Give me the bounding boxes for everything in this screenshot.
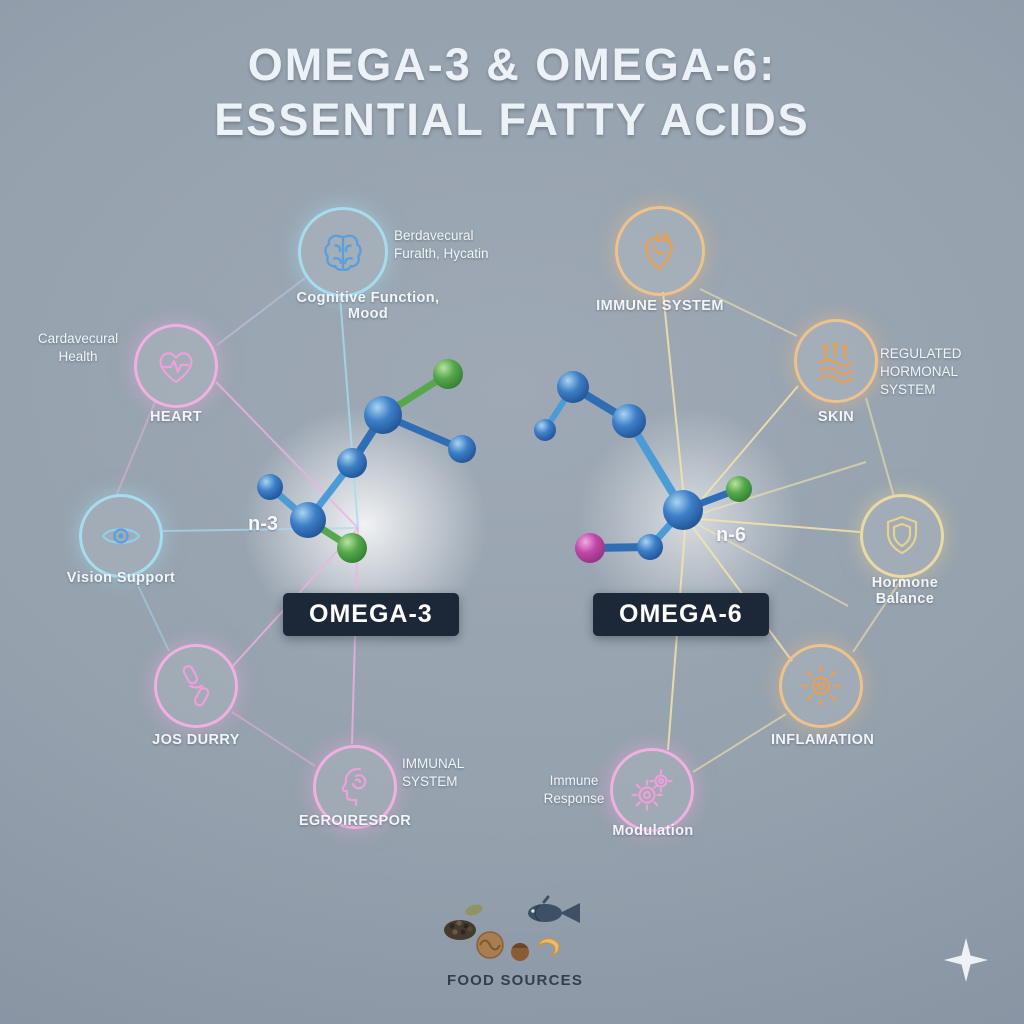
omega3-node-vision — [79, 494, 163, 578]
food-sources-illustration — [444, 895, 580, 961]
cashew-icon — [537, 937, 560, 956]
seeds-icon — [444, 904, 483, 940]
atom — [257, 474, 283, 500]
heart-label: HEART — [150, 409, 202, 425]
omega3-node-immune — [313, 745, 397, 829]
page-title: OMEGA-3 & OMEGA-6: ESSENTIAL FATTY ACIDS — [0, 38, 1024, 148]
immune-response-note: Immune Response — [543, 773, 605, 807]
head-profile-icon — [341, 767, 367, 807]
joint-icon — [182, 665, 210, 707]
cognitive-label: Cognitive Function, Mood — [296, 290, 440, 322]
immune-note: IMMUNAL SYSTEM — [402, 756, 464, 790]
omega3-node-joints — [154, 644, 238, 728]
omega6-badge: OMEGA-6 — [593, 593, 769, 636]
anatomical-heart-icon — [645, 231, 673, 270]
atom — [364, 396, 402, 434]
fish-icon — [528, 895, 580, 923]
atom — [337, 448, 367, 478]
heart-note: Cardavecural Health — [37, 331, 119, 365]
atom — [290, 502, 326, 538]
omega6-node-immune-response — [610, 748, 694, 832]
joints-label: JOS DURRY — [152, 732, 240, 748]
sun-burst-icon — [800, 665, 842, 707]
food-sources-label: FOOD SOURCES — [446, 972, 584, 989]
hazelnut-icon — [511, 943, 529, 961]
atom — [612, 404, 646, 438]
atom — [575, 533, 605, 563]
hormone-balance-label: Hormone Balance — [871, 575, 939, 607]
n6-label: n-6 — [716, 524, 746, 546]
omega3-badge: OMEGA-3 — [283, 593, 459, 636]
walnut-icon — [476, 931, 504, 959]
brain-icon — [324, 234, 362, 271]
gears-icon — [631, 769, 673, 811]
atom — [433, 359, 463, 389]
vision-label: Vision Support — [66, 570, 176, 586]
atom — [726, 476, 752, 502]
immune-label: EGROIRESPOR — [298, 813, 412, 829]
sparkle-icon — [944, 938, 988, 982]
atom — [637, 534, 663, 560]
shield-icon — [886, 515, 918, 555]
n3-label: n-3 — [248, 513, 278, 535]
skin-layers-icon — [818, 342, 854, 384]
skin-note: REGULATED HORMONAL SYSTEM — [880, 346, 962, 398]
heart-pulse-icon — [159, 352, 193, 384]
title-line-1: OMEGA-3 & OMEGA-6: — [247, 39, 777, 90]
omega3-node-cognitive — [298, 207, 388, 297]
skin-label: SKIN — [817, 409, 855, 425]
title-line-2: ESSENTIAL FATTY ACIDS — [214, 93, 810, 145]
inflammation-label: INFLAMATION — [771, 732, 875, 748]
omega3-molecule — [257, 359, 476, 563]
omega6-molecule — [534, 371, 752, 563]
omega3-node-heart — [134, 324, 218, 408]
atom — [663, 490, 703, 530]
omega6-node-immune-system — [615, 206, 705, 296]
atom — [557, 371, 589, 403]
immune-system-label: IMMUNE SYSTEM — [596, 298, 724, 314]
eye-icon — [101, 528, 141, 544]
atom — [534, 419, 556, 441]
omega6-node-inflammation — [779, 644, 863, 728]
omega6-node-skin — [794, 319, 878, 403]
omega6-node-hormone-balance — [860, 494, 944, 578]
atom — [448, 435, 476, 463]
cognitive-note: Berdavecural Furalth, Hycatin — [394, 228, 489, 262]
immune-response-label: Modulation — [612, 823, 694, 839]
atom — [337, 533, 367, 563]
